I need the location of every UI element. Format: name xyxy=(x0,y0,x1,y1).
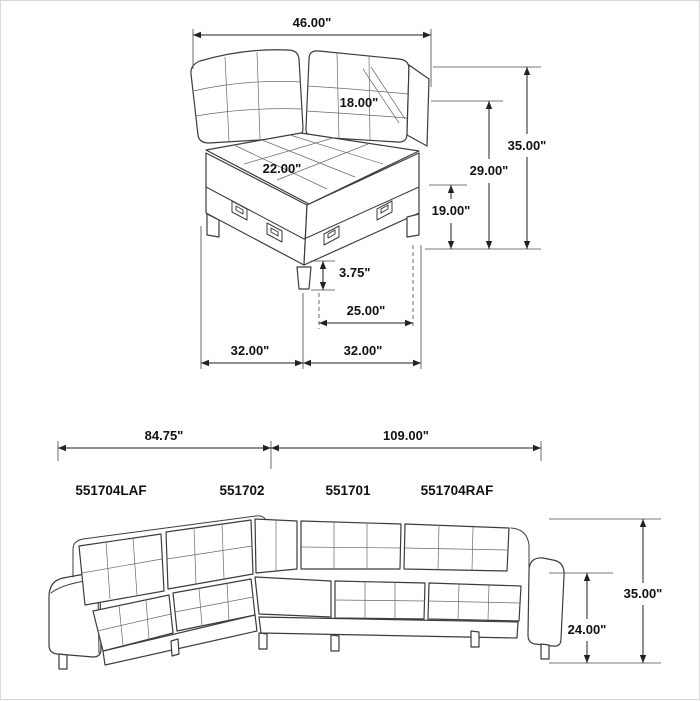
dim-overall-height: 35.00" xyxy=(433,66,547,249)
sectional-base-right xyxy=(258,616,519,639)
dim-back-height: 29.00" xyxy=(431,100,509,249)
back-cushion-laf xyxy=(78,533,165,606)
sectional-part-labels: 551704LAF 551702 551701 551704RAF xyxy=(75,483,493,498)
base-strap xyxy=(231,200,248,221)
dim-seat-height-label: 19.00" xyxy=(432,203,471,218)
corner-leg-left xyxy=(206,213,220,238)
dim-leg-height-label: 3.75" xyxy=(339,265,370,280)
sectional-diagram: 84.75" 109.00" 551704LAF 551702 551701 5… xyxy=(48,428,663,670)
corner-seat-cushion xyxy=(205,132,420,205)
corner-leg-right xyxy=(406,213,420,238)
sectional-dimensions-right: 35.00" 24.00" xyxy=(549,518,663,664)
sectional-right-arm xyxy=(527,557,565,647)
corner-leg-front xyxy=(296,266,312,290)
seat-cushion-armless-left xyxy=(172,578,256,632)
base-strap xyxy=(266,222,283,243)
dim-seat-depth-label: 22.00" xyxy=(263,161,302,176)
dim-front-width: 25.00" xyxy=(318,245,414,329)
corner-piece-diagram: 46.00" 18.00" 22.00" 35.00" 29.00" xyxy=(190,15,547,369)
dim-back-height-label: 29.00" xyxy=(470,163,509,178)
dim-right-length-label: 109.00" xyxy=(383,428,429,443)
dim-front-width-label: 25.00" xyxy=(347,303,386,318)
dim-left-length-label: 84.75" xyxy=(145,428,184,443)
sectional-leg xyxy=(470,630,480,648)
part-label-armless-left: 551702 xyxy=(219,483,264,498)
corner-cushion-side-panel xyxy=(406,64,430,147)
sectional-leg xyxy=(58,653,68,670)
sectional-sofa-drawing xyxy=(48,515,565,670)
base-strap xyxy=(323,225,340,246)
back-cushion-armless-right xyxy=(300,520,402,570)
dim-top-width-label: 46.00" xyxy=(293,15,332,30)
dim-seat-height: 19.00" xyxy=(429,184,471,249)
seat-cushion-corner xyxy=(254,576,332,618)
sectional-leg xyxy=(540,643,550,660)
dim-overall-height-label: 35.00" xyxy=(508,138,547,153)
back-cushion-armless-left xyxy=(165,519,254,590)
corner-dimensions: 46.00" 18.00" 22.00" 35.00" 29.00" xyxy=(192,15,547,369)
dim-sectional-height-label: 35.00" xyxy=(624,586,663,601)
dim-back-cushion-label: 18.00" xyxy=(340,95,379,110)
sectional-leg xyxy=(330,634,340,652)
dim-sectional-backrest-height: 24.00" xyxy=(549,572,613,663)
dim-top-width: 46.00" xyxy=(192,15,432,87)
corner-left-back-cushion xyxy=(190,49,304,144)
sectional-base-left xyxy=(102,614,258,666)
back-cushion-raf xyxy=(403,523,510,572)
corner-base-right-face xyxy=(303,152,420,266)
dim-sectional-height: 35.00" xyxy=(549,518,663,664)
dim-bottom-left-label: 32.00" xyxy=(231,343,270,358)
sectional-dimensions-top: 84.75" 109.00" xyxy=(57,428,542,469)
sectional-leg xyxy=(258,632,268,650)
dim-leg-height: 3.75" xyxy=(311,260,370,291)
base-strap xyxy=(376,200,393,221)
part-label-armless-right: 551701 xyxy=(325,483,371,498)
dim-bottom-widths: 32.00" 32.00" xyxy=(200,226,422,369)
dim-bottom-right-label: 32.00" xyxy=(344,343,383,358)
part-label-laf: 551704LAF xyxy=(75,483,146,498)
sectional-leg xyxy=(170,638,180,657)
part-label-raf: 551704RAF xyxy=(421,483,494,498)
dim-sectional-backrest-label: 24.00" xyxy=(568,622,607,637)
corner-sofa-drawing xyxy=(190,49,430,290)
